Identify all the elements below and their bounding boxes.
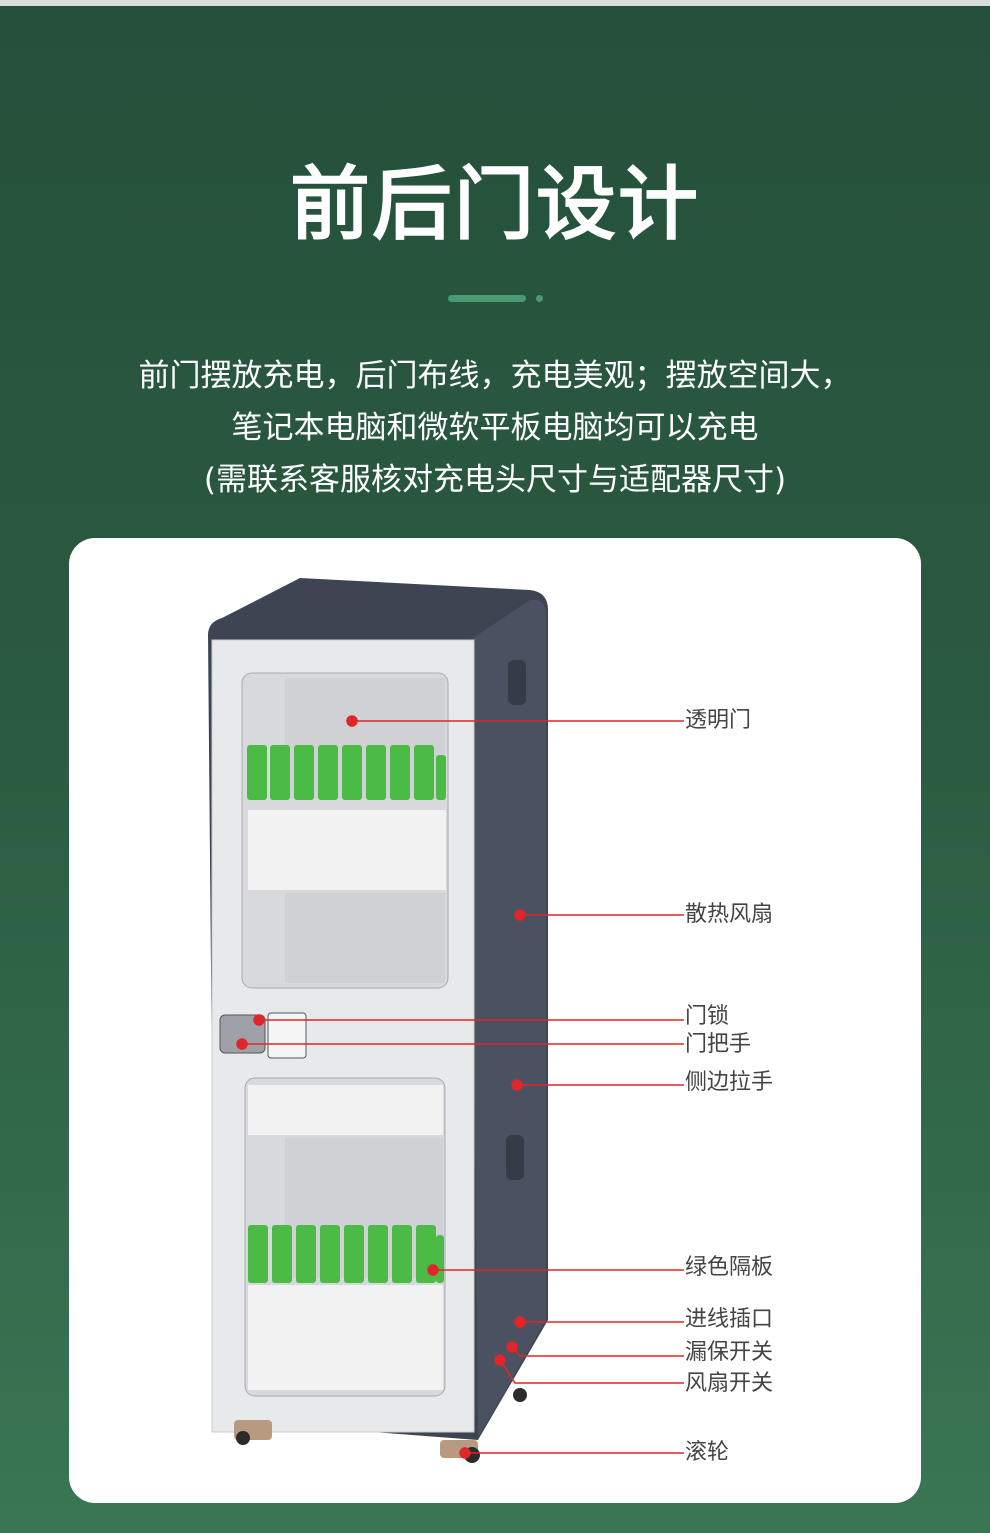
callout-green-partition: 绿色隔板	[685, 1255, 774, 1280]
title-divider	[448, 295, 526, 302]
callout-casters: 滚轮	[685, 1440, 730, 1465]
upper-shelf	[248, 810, 446, 890]
callout-lines	[236, 715, 684, 1459]
description-line-2: 笔记本电脑和微软平板电脑均可以充电	[231, 410, 759, 446]
callout-door-lock: 门锁	[685, 1004, 730, 1029]
callout-cable-inlet: 进线插口	[685, 1307, 774, 1332]
lower-shelf	[248, 1285, 443, 1390]
green-partitions-lower	[248, 1225, 444, 1283]
fan-upper	[508, 660, 526, 705]
page-title: 前后门设计	[290, 158, 700, 251]
description-line-3: (需联系客服核对充电头尺寸与适配器尺寸)	[203, 462, 787, 498]
middle-back-panel	[285, 893, 445, 983]
callout-leakage-switch: 漏保开关	[685, 1340, 774, 1365]
callout-cooling-fan: 散热风扇	[685, 902, 774, 927]
green-partitions-upper	[247, 745, 446, 800]
title-divider-dot	[536, 295, 543, 302]
lower-top-panel	[248, 1085, 443, 1135]
door-lock	[267, 1012, 307, 1059]
cabinet-side	[470, 599, 546, 1438]
top-strip	[0, 0, 990, 6]
callout-fan-switch: 风扇开关	[685, 1371, 774, 1396]
callout-door-handle: 门把手	[685, 1032, 752, 1057]
description-line-1: 前门摆放充电，后门布线，充电美观；摆放空间大，	[138, 358, 852, 394]
callout-transparent-door: 透明门	[685, 708, 752, 733]
fan-lower	[506, 1135, 524, 1180]
callout-side-handle: 侧边拉手	[685, 1070, 774, 1095]
